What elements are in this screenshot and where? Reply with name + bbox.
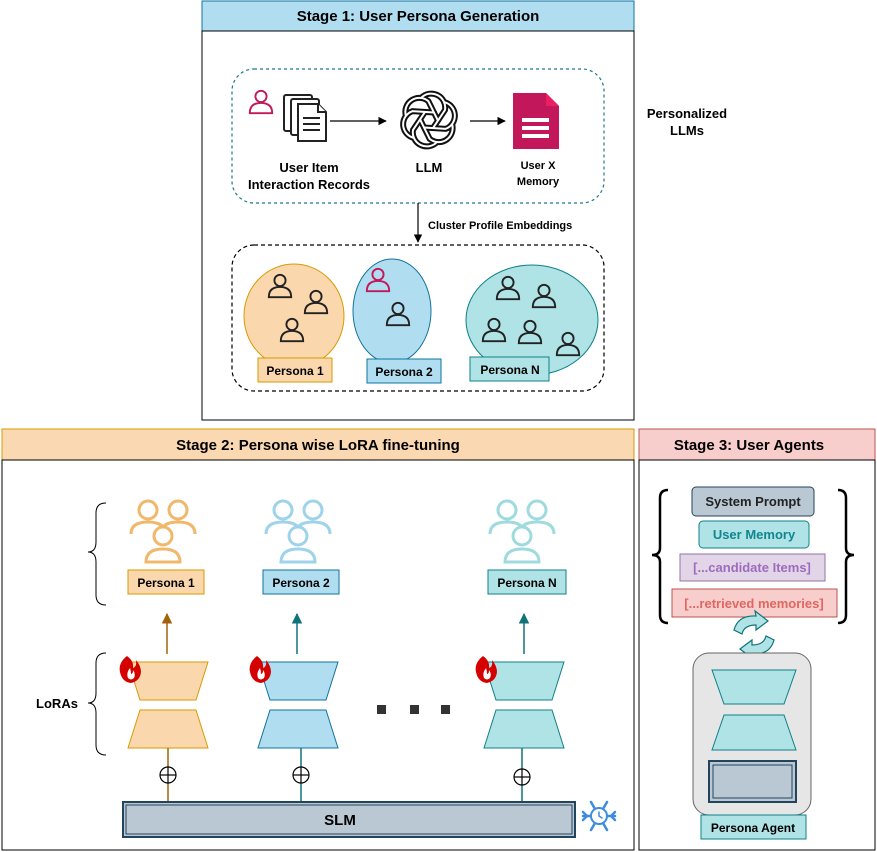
memory-document-icon [513, 93, 559, 149]
stage1-panel: Stage 1: User Persona Generation [201, 0, 635, 421]
side-note-line1: Personalized [647, 106, 727, 121]
lora-encoder [257, 661, 339, 701]
agent-lora-decoder [711, 714, 797, 751]
cluster-persona-1: Persona 1 [243, 263, 345, 383]
group-users-icon [488, 499, 556, 564]
plus-circle-icon [513, 768, 531, 786]
cluster-persona-2: Persona 2 [352, 258, 442, 384]
slm-bar [122, 801, 576, 838]
persona-column-n: Persona N [475, 499, 567, 802]
persona-agent-label: Persona Agent [711, 821, 795, 835]
records-label-line2: Interaction Records [248, 177, 370, 192]
lora-decoder [257, 709, 339, 749]
cluster-label: Cluster Profile Embeddings [428, 220, 572, 232]
side-note-line2: LLMs [670, 123, 704, 138]
retrieved-memories-label: [...retrieved memories] [684, 596, 823, 611]
cluster-persona-2-label: Persona 2 [375, 365, 433, 379]
persona-brace [87, 502, 107, 606]
ellipsis-dots [377, 705, 450, 714]
candidate-items-label: [...candidate Items] [693, 560, 811, 575]
user-memory-label: User Memory [713, 527, 796, 542]
prompt-right-brace [837, 488, 855, 625]
group-users-icon [264, 499, 332, 564]
lora-brace [87, 652, 107, 756]
memory-label-line1: User X [521, 160, 557, 172]
slm-label: SLM [324, 812, 356, 829]
records-label-line1: User Item [279, 160, 338, 175]
persona-1-label: Persona 1 [137, 576, 195, 590]
persona-column-2: Persona 2 [249, 499, 340, 802]
stage3-title: Stage 3: User Agents [674, 437, 824, 454]
stage3-panel: Stage 3: User Agents System Prompt User … [638, 428, 876, 851]
fire-icon [475, 656, 497, 683]
cluster-persona-1-label: Persona 1 [266, 364, 324, 378]
agent-slm-block [708, 760, 797, 803]
prompt-left-brace [651, 488, 669, 625]
document-stack-icon [283, 94, 327, 142]
stage1-title: Stage 1: User Persona Generation [297, 8, 540, 25]
user-icon [248, 89, 274, 115]
persona-n-label: Persona N [497, 576, 556, 590]
cluster-persona-n: Persona N [465, 264, 599, 382]
llm-label: LLM [416, 160, 443, 175]
stage2-panel: Stage 2: Persona wise LoRA fine-tuning L… [1, 428, 635, 851]
fire-icon [249, 656, 271, 683]
memory-label-line2: Memory [517, 176, 560, 188]
loras-label: LoRAs [36, 696, 78, 711]
lora-encoder [483, 661, 565, 701]
plus-circle-icon [159, 766, 177, 784]
snowflake-icon [581, 800, 617, 832]
cluster-persona-n-label: Persona N [480, 363, 539, 377]
system-prompt-label: System Prompt [705, 494, 801, 509]
lora-decoder [483, 709, 565, 749]
agent-lora-encoder [711, 669, 797, 705]
lora-decoder [127, 709, 209, 749]
stage2-title: Stage 2: Persona wise LoRA fine-tuning [176, 437, 460, 454]
clusters-group-box [231, 244, 605, 392]
group-users-icon [129, 499, 197, 564]
persona-2-label: Persona 2 [272, 576, 330, 590]
fire-icon [119, 656, 141, 683]
cycle-arrows-icon [733, 609, 775, 661]
persona-column-1: Persona 1 [119, 499, 209, 802]
lora-encoder [127, 661, 209, 701]
plus-circle-icon [292, 766, 310, 784]
openai-logo-icon [400, 90, 458, 150]
